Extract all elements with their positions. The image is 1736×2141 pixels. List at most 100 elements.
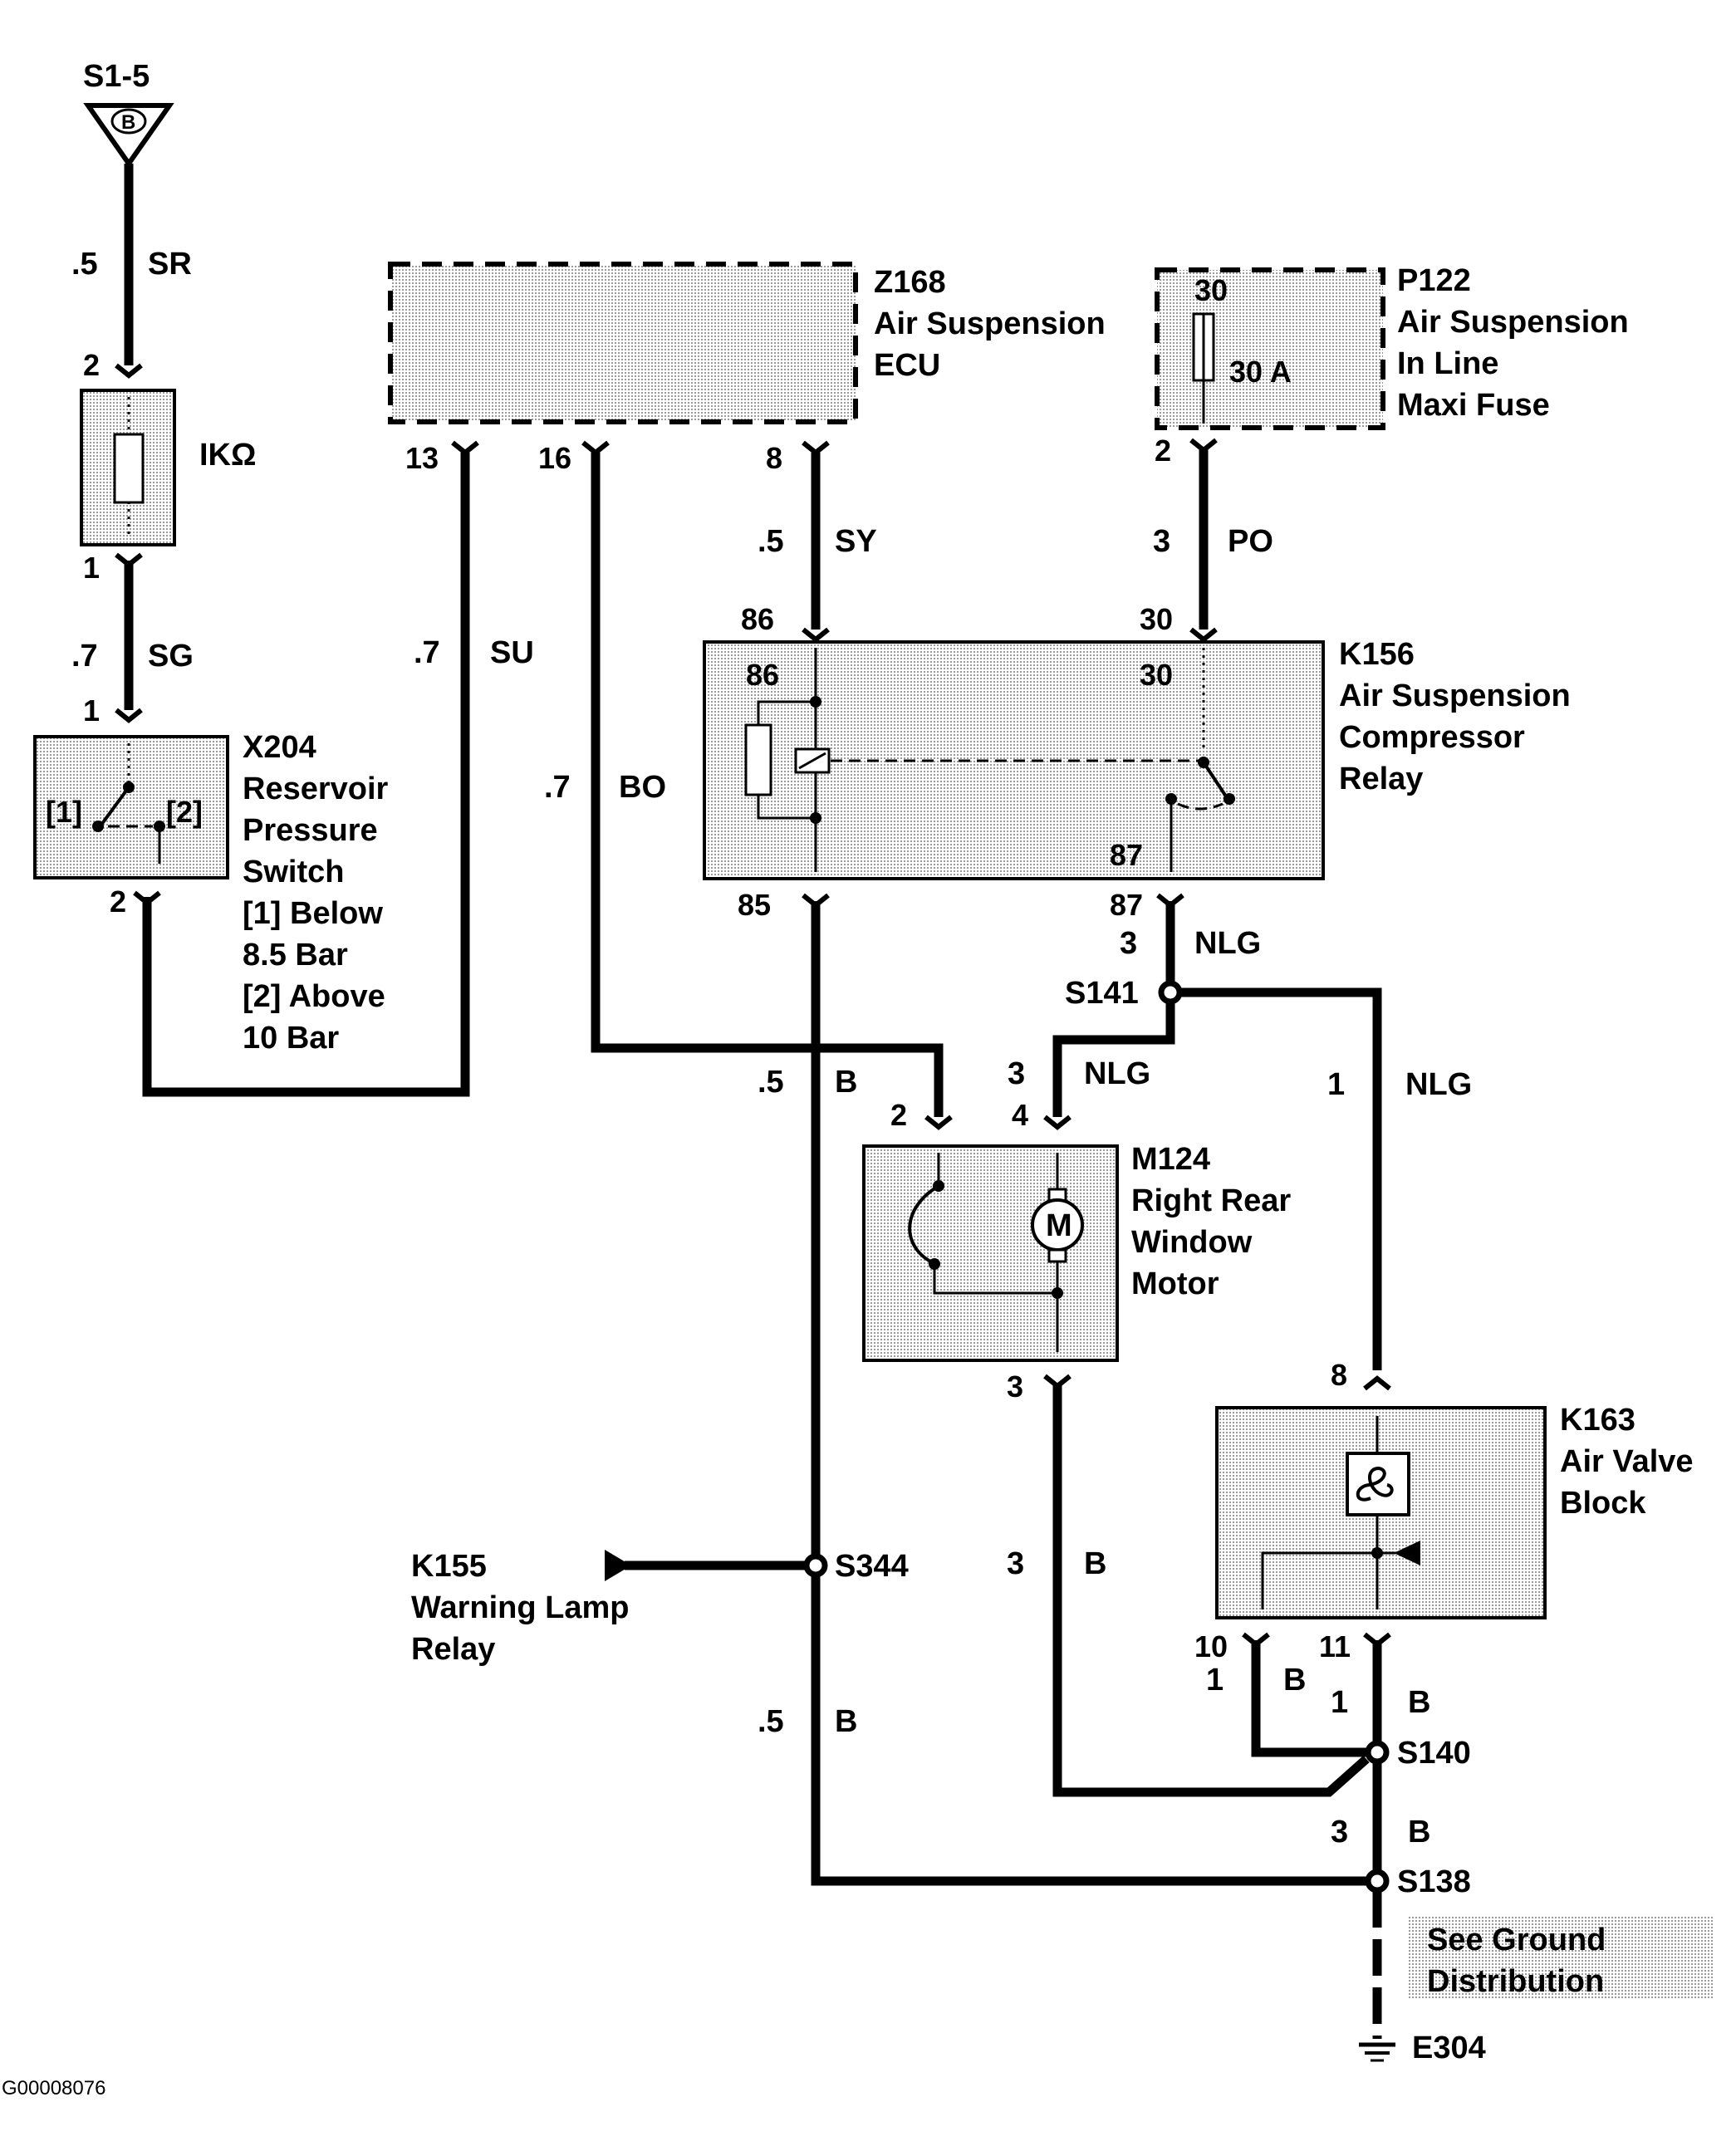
wire-nlg-k156-color: NLG (1194, 926, 1261, 961)
k156-resistor-icon (744, 723, 772, 796)
source-bus-icon (110, 108, 147, 135)
ground-note: See Ground Distribution (1408, 1917, 1714, 2000)
wire-nlg-k163-color: NLG (1405, 1067, 1472, 1102)
wire-sg-color: SG (148, 639, 194, 674)
z168-id: Z168 (874, 265, 946, 300)
p122-fuse-rating: 30 A (1229, 355, 1292, 389)
k163-pin-11: 11 (1319, 1629, 1351, 1663)
k155-name-2: Relay (411, 1632, 495, 1667)
p122-name-2: In Line (1397, 346, 1498, 381)
splice-s344: S344 (803, 1549, 909, 1584)
splice-s140: S140 (1365, 1736, 1471, 1771)
wire-sr: .5 SR (71, 164, 192, 365)
x204-pin-top: 1 (83, 693, 100, 728)
k155-connector-arrow-icon (605, 1550, 631, 1581)
wire-b-k163-10-size: 1 (1206, 1663, 1224, 1698)
valve-arrow-icon (1394, 1541, 1420, 1565)
x204-legend-3: [2] Above (243, 979, 385, 1014)
x204-legend-1: [1] Below (243, 896, 383, 931)
valve-solenoid-icon (1346, 1452, 1410, 1516)
x204-name-1: Reservoir (243, 772, 389, 806)
wire-nlg-k156-size: 3 (1120, 926, 1137, 961)
wire-sy: .5 SY (758, 453, 877, 630)
wire-b-k163-10: 1 B (1206, 1640, 1367, 1757)
resistor-ik: 2 1 IKΩ (80, 348, 256, 585)
wire-nlg-m124-size: 3 (1008, 1056, 1025, 1091)
wire-bo: .7 BO (544, 453, 944, 1117)
k156-pin-86-inner: 86 (746, 658, 779, 692)
m124-name-3: Motor (1131, 1266, 1219, 1301)
x204-pin-bottom: 2 (110, 884, 126, 919)
wire-b-ground-color: B (1408, 1815, 1430, 1849)
resistor-icon (113, 433, 145, 504)
splice-s141-label: S141 (1065, 976, 1139, 1011)
wire-b-85-upper-color: B (835, 1065, 857, 1100)
wire-k155: K155 Warning Lamp Relay (411, 1549, 806, 1667)
wire-sr-color: SR (148, 247, 192, 282)
wire-sr-size: .5 (71, 247, 98, 282)
m124-pin-4: 4 (1012, 1098, 1028, 1132)
k163-pin-10: 10 (1194, 1629, 1228, 1663)
x204-state1: [1] (46, 795, 82, 829)
splice-s141: S141 (1065, 976, 1183, 1011)
k155-name-1: Warning Lamp (411, 1590, 629, 1625)
x204-box (33, 735, 229, 879)
k156-pin-87-outer: 87 (1110, 888, 1143, 922)
x204-legend-2: 8.5 Bar (243, 938, 348, 973)
wire-sg: .7 SG (71, 561, 194, 710)
p122-box (1155, 267, 1385, 430)
k156-name-3: Relay (1339, 762, 1423, 796)
figure-id: G00008076 (2, 2077, 105, 2099)
fuse-p122: 30 30 A P122 Air Suspension In Line Maxi… (1155, 263, 1629, 468)
k163-name-2: Block (1560, 1486, 1646, 1521)
k156-pin-30-inner: 30 (1140, 658, 1173, 692)
k163-pin-8: 8 (1331, 1358, 1347, 1392)
k156-name-2: Compressor (1339, 720, 1525, 755)
k156-pin-86-outer: 86 (741, 602, 774, 636)
motor-m124: 2 4 M M124 Right Rear Window Motor 3 (862, 1098, 1291, 1404)
m124-id: M124 (1131, 1142, 1210, 1177)
z168-pin-16: 16 (538, 441, 571, 475)
x204-id: X204 (243, 730, 316, 765)
wire-b-ground: 3 B (1331, 1815, 1430, 1849)
ground-note-line-2: Distribution (1427, 1964, 1604, 1999)
resistor-pin-top: 2 (83, 348, 100, 382)
k155-id: K155 (411, 1549, 487, 1584)
splice-s138-label: S138 (1397, 1864, 1471, 1899)
source-triangle-icon (83, 103, 174, 169)
k156-pin-85: 85 (738, 888, 771, 922)
z168-box (388, 262, 858, 424)
splice-s138: S138 (1365, 1864, 1471, 1899)
z168-name-2: ECU (874, 348, 940, 383)
wire-su-color: SU (490, 635, 534, 670)
ecu-z168: Z168 Air Suspension ECU 13 16 8 (388, 262, 1106, 475)
m124-box (862, 1144, 1119, 1362)
resistor-value: IKΩ (199, 438, 256, 473)
z168-pin-8: 8 (766, 441, 782, 475)
splice-s140-label: S140 (1397, 1736, 1471, 1771)
m124-pin-3: 3 (1007, 1369, 1023, 1404)
k163-id: K163 (1560, 1403, 1635, 1438)
z168-name-1: Air Suspension (874, 306, 1106, 341)
ground-e304: E304 (1359, 1891, 1486, 2065)
m124-pin-2: 2 (890, 1098, 907, 1132)
p122-id: P122 (1397, 263, 1471, 298)
wire-sg-size: .7 (71, 639, 98, 674)
wire-nlg-m124-color: NLG (1084, 1056, 1150, 1091)
wire-b-k163-11-size: 1 (1331, 1685, 1348, 1720)
ground-note-box (1408, 1917, 1714, 2000)
wire-su: .7 SU (142, 453, 534, 1097)
wire-sy-color: SY (835, 524, 877, 559)
wire-po-color: PO (1228, 524, 1273, 559)
wire-bo-size: .7 (544, 770, 571, 805)
k163-name-1: Air Valve (1560, 1444, 1694, 1479)
x204-legend-4: 10 Bar (243, 1021, 339, 1056)
wire-b-85-lower-color: B (835, 1704, 857, 1739)
valve-block-k163: 8 K163 Air Valve Block 10 11 (1194, 1358, 1694, 1663)
ground-id: E304 (1412, 2031, 1486, 2065)
x204-name-2: Pressure (243, 813, 378, 848)
wire-nlg-k156: 3 NLG (1120, 901, 1261, 992)
k156-id: K156 (1339, 637, 1415, 672)
z168-pin-13: 13 (405, 441, 439, 475)
